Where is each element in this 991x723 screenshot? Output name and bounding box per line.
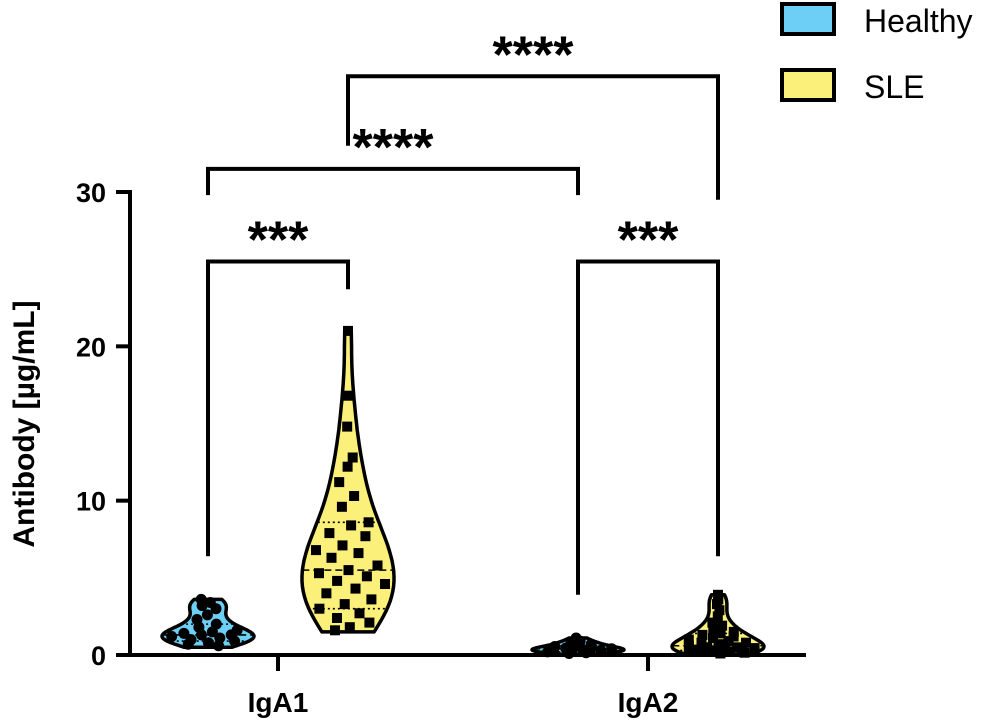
data-point — [336, 501, 347, 512]
x-category-label-0: IgA1 — [248, 687, 309, 718]
data-point — [332, 613, 342, 623]
data-point — [353, 548, 364, 559]
data-point — [715, 628, 726, 639]
data-point — [360, 531, 371, 542]
data-point — [202, 637, 214, 649]
data-point — [691, 644, 702, 655]
data-point — [713, 639, 724, 650]
significance-label-2: **** — [353, 119, 435, 177]
data-point — [206, 626, 218, 638]
data-point — [361, 571, 372, 582]
points-layer — [166, 325, 760, 659]
data-point — [749, 643, 760, 654]
data-point — [707, 617, 718, 628]
data-point — [372, 560, 383, 571]
data-point — [339, 599, 350, 610]
significance-bracket-0 — [206, 259, 350, 557]
axes — [128, 190, 806, 657]
data-point — [321, 588, 332, 599]
legend-label-sle: SLE — [864, 69, 924, 105]
data-point — [166, 631, 178, 642]
y-tick-label-2: 20 — [76, 332, 106, 362]
legend-label-healthy: Healthy — [864, 3, 973, 39]
data-point — [343, 325, 353, 336]
data-point — [683, 634, 694, 645]
data-point — [311, 545, 321, 556]
data-point — [314, 568, 324, 579]
data-point — [210, 603, 222, 615]
data-point — [739, 647, 750, 658]
data-point — [724, 646, 735, 657]
data-point — [334, 477, 345, 488]
y-tick-label-1: 10 — [76, 487, 106, 517]
data-point — [717, 620, 728, 631]
data-point — [342, 421, 353, 432]
data-point — [380, 579, 390, 589]
data-point — [213, 640, 224, 652]
data-point — [196, 600, 208, 612]
data-point — [229, 635, 241, 647]
data-point — [696, 637, 707, 648]
data-point — [697, 629, 708, 640]
data-point — [330, 625, 340, 636]
data-point — [714, 605, 725, 616]
data-point — [201, 609, 213, 621]
data-point — [178, 627, 190, 639]
significance-label-0: *** — [248, 211, 309, 269]
y-axis-label: Antibody [µg/mL] — [8, 300, 41, 547]
data-point — [342, 461, 353, 472]
data-point — [709, 645, 720, 656]
data-point — [196, 629, 207, 641]
data-point — [337, 540, 348, 551]
significance-bracket-1 — [576, 259, 720, 595]
data-point — [354, 608, 365, 619]
data-point — [324, 528, 335, 539]
data-point — [712, 611, 723, 622]
legend-swatch-sle — [780, 68, 836, 102]
data-point — [326, 552, 337, 563]
data-point — [683, 640, 694, 651]
significance-bracket-3 — [346, 74, 720, 200]
data-point — [606, 643, 618, 655]
data-point — [723, 636, 734, 647]
significance-brackets: ************** — [206, 26, 720, 595]
significance-label-1: *** — [618, 211, 679, 269]
significance-label-3: **** — [493, 26, 575, 84]
data-point — [349, 491, 360, 501]
significance-bracket-2 — [206, 166, 580, 196]
x-categories: IgA1 IgA2 — [248, 655, 679, 718]
data-point — [363, 517, 374, 528]
data-point — [364, 617, 375, 628]
data-point — [708, 633, 718, 643]
y-tick-label-0: 0 — [91, 641, 106, 671]
data-point — [350, 583, 361, 594]
legend-swatch-healthy — [780, 2, 836, 36]
data-point — [344, 622, 355, 633]
data-point — [314, 603, 325, 614]
x-category-label-1: IgA2 — [618, 687, 679, 718]
data-point — [346, 520, 357, 531]
data-point — [347, 452, 358, 463]
y-ticks: 0 10 20 30 — [76, 178, 130, 671]
data-point — [343, 565, 354, 576]
data-point — [182, 638, 194, 650]
data-point — [366, 594, 377, 605]
data-point — [332, 575, 343, 586]
data-point — [343, 390, 353, 401]
data-point — [683, 646, 694, 657]
data-point — [741, 637, 751, 648]
data-point — [708, 623, 719, 634]
data-point — [700, 646, 711, 657]
data-point — [728, 631, 739, 642]
y-tick-label-3: 30 — [76, 178, 106, 208]
violins-layer — [160, 326, 766, 656]
data-point — [712, 599, 722, 610]
